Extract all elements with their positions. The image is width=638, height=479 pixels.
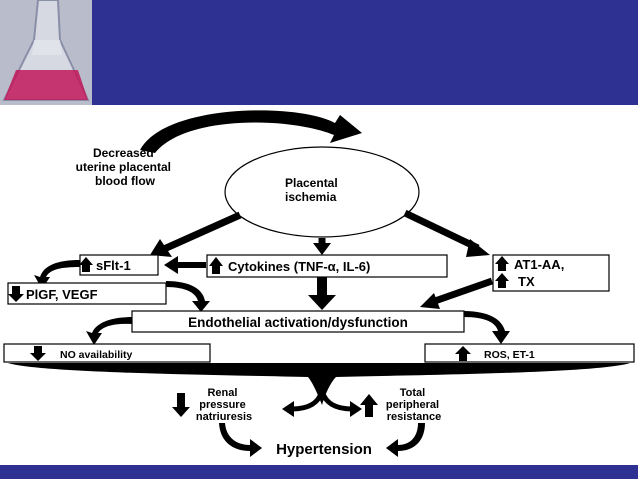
decreased-flow-line2: uterine placental — [76, 160, 171, 174]
no-label: NO availability — [60, 349, 133, 361]
endothelial-to-ros-arrow — [464, 311, 510, 344]
ros-box — [424, 343, 635, 363]
plgf-to-endothelial-arrow — [166, 281, 210, 312]
peripheral-up-arrow-icon — [360, 394, 378, 417]
ischemia-line2: ischemia — [285, 190, 337, 204]
ischemia-ellipse — [224, 146, 420, 238]
no-down-arrow-icon — [30, 346, 46, 361]
footer-bar — [0, 465, 638, 479]
preeclampsia-diagram: Decreased uterine placental blood flow P… — [3, 110, 635, 458]
svg-text:Placental ischemia: Placental ischemia — [285, 176, 341, 204]
peripheral-line2: peripheral — [386, 399, 439, 411]
peripheral-line3: resistance — [387, 411, 441, 423]
renal-line1: Renal — [207, 387, 237, 399]
ischemia-line1: Placental — [285, 176, 338, 190]
at1aa-up-arrow-icon — [495, 256, 509, 271]
peripheral-to-hypertension-arrow — [386, 423, 425, 457]
at1aa-box — [492, 254, 610, 292]
split-arrows — [282, 390, 362, 417]
at1aa-label: AT1-AA, — [514, 257, 564, 272]
ischemia-arrows — [150, 209, 490, 257]
decreased-flow-line1: Decreased — [93, 146, 154, 160]
endothelial-label: Endothelial activation/dysfunction — [188, 315, 408, 330]
plgf-down-arrow-icon — [8, 286, 24, 302]
renal-to-hypertension-arrow — [219, 423, 262, 457]
ros-label: ROS, ET-1 — [484, 349, 535, 361]
renal-down-arrow-icon — [172, 393, 190, 417]
sflt1-label: sFlt-1 — [96, 258, 131, 273]
title-banner — [0, 0, 638, 105]
plgf-label: PlGF, VEGF — [26, 287, 98, 302]
endothelial-to-no-arrow — [86, 317, 132, 345]
plgf-box — [7, 282, 167, 305]
at1aa-to-endothelial-arrow — [420, 277, 494, 309]
renal-line2: pressure — [199, 399, 245, 411]
sflt1-up-arrow-icon — [79, 257, 93, 272]
svg-text:Total peripheral resis: Total peripheral resistance — [386, 387, 442, 423]
ros-up-arrow-icon — [455, 346, 471, 361]
convergence-bracket — [8, 363, 630, 405]
cytokines-to-sflt1-arrow — [164, 256, 206, 274]
sflt1-to-plgf-arrow — [34, 260, 80, 289]
svg-text:Decreased uterine placenta: Decreased uterine placental blood flow — [76, 146, 175, 188]
cytokines-up-arrow-icon — [209, 257, 223, 274]
peripheral-line1: Total — [400, 387, 425, 399]
flask-image — [0, 0, 92, 105]
decreased-flow-line3: blood flow — [95, 174, 156, 188]
curved-arrow — [140, 110, 362, 153]
svg-text:Renal pressure natriur: Renal pressure natriuresis — [196, 387, 252, 423]
renal-line3: natriuresis — [196, 411, 252, 423]
hypertension-label: Hypertension — [276, 441, 372, 458]
tx-up-arrow-icon — [495, 273, 509, 288]
cytokines-label: Cytokines (TNF-α, IL-6) — [228, 259, 370, 274]
cytokines-to-endothelial-arrow — [308, 277, 336, 310]
no-box — [3, 343, 211, 363]
tx-label: TX — [518, 274, 535, 289]
